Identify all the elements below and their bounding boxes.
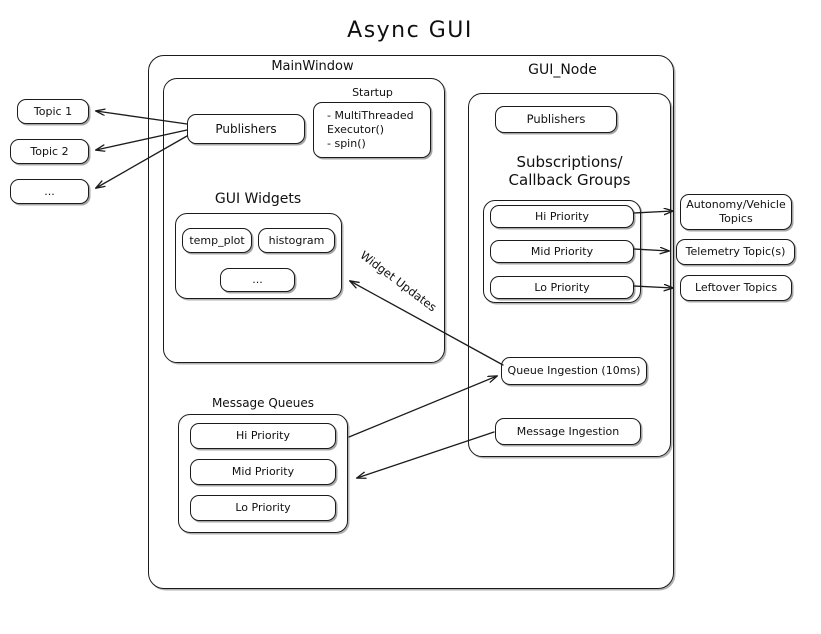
external-topic-1[interactable]: Topic 1 xyxy=(17,99,89,124)
queue-ingestion-label: Queue Ingestion (10ms) xyxy=(507,364,641,378)
leftover-topics-box[interactable]: Leftover Topics xyxy=(680,275,792,301)
message-queue-hi-priority[interactable]: Hi Priority xyxy=(190,423,336,449)
message-ingestion-label: Message Ingestion xyxy=(516,424,620,438)
gui-widgets-label: GUI Widgets xyxy=(214,191,302,207)
external-topic-more[interactable]: ... xyxy=(10,179,89,204)
subscription-lo-priority-label: Lo Priority xyxy=(534,280,590,294)
main-window-container xyxy=(163,78,445,363)
subscriptions-label: Subscriptions/ Callback Groups xyxy=(508,153,631,189)
startup-box[interactable]: - MultiThreaded Executor() - spin() xyxy=(313,102,431,158)
message-queues-label: Message Queues xyxy=(211,396,315,410)
telemetry-topics-label: Telemetry Topic(s) xyxy=(685,245,786,259)
message-queue-hi-priority-label: Hi Priority xyxy=(236,429,290,443)
startup-items: - MultiThreaded Executor() - spin() xyxy=(327,109,414,150)
subscription-hi-priority[interactable]: Hi Priority xyxy=(490,205,634,228)
main-window-label: MainWindow xyxy=(271,59,354,74)
telemetry-topics-box[interactable]: Telemetry Topic(s) xyxy=(676,239,795,265)
widget-histogram-label: histogram xyxy=(268,233,325,247)
gui-node-label: GUI_Node xyxy=(528,62,597,78)
autonomy-vehicle-topics-label: Autonomy/Vehicle Topics xyxy=(686,198,786,225)
widget-more-label: ... xyxy=(252,273,263,287)
system-container xyxy=(148,55,674,589)
message-queue-lo-priority[interactable]: Lo Priority xyxy=(190,495,336,521)
gui-node-publishers-label: Publishers xyxy=(526,112,586,127)
subscription-mid-priority-label: Mid Priority xyxy=(530,244,594,258)
message-ingestion-box[interactable]: Message Ingestion xyxy=(495,418,641,445)
message-queues-container xyxy=(178,414,348,533)
subscription-lo-priority[interactable]: Lo Priority xyxy=(490,276,634,299)
message-queue-mid-priority[interactable]: Mid Priority xyxy=(190,459,336,485)
external-topic-2[interactable]: Topic 2 xyxy=(10,139,89,164)
page-title: Async GUI xyxy=(347,18,473,43)
widget-temp-plot-label: temp_plot xyxy=(189,233,245,247)
external-topic-2-label: Topic 2 xyxy=(30,144,69,158)
autonomy-vehicle-topics-box[interactable]: Autonomy/Vehicle Topics xyxy=(680,194,792,230)
gui-node-container xyxy=(468,93,671,457)
widget-more[interactable]: ... xyxy=(220,268,295,292)
subscription-hi-priority-label: Hi Priority xyxy=(535,209,589,223)
queue-ingestion-box[interactable]: Queue Ingestion (10ms) xyxy=(501,357,647,385)
startup-label: Startup xyxy=(352,86,393,99)
gui-node-publishers-box[interactable]: Publishers xyxy=(495,106,617,133)
leftover-topics-label: Leftover Topics xyxy=(694,281,778,295)
external-topic-more-label: ... xyxy=(44,184,55,198)
widget-temp-plot[interactable]: temp_plot xyxy=(182,228,252,253)
gui-widgets-container xyxy=(175,213,342,299)
message-queue-mid-priority-label: Mid Priority xyxy=(231,465,295,479)
main-window-publishers-box[interactable]: Publishers xyxy=(187,114,305,144)
widget-histogram[interactable]: histogram xyxy=(258,228,335,253)
main-window-publishers-label: Publishers xyxy=(215,121,277,136)
external-topic-1-label: Topic 1 xyxy=(33,104,73,118)
subscription-mid-priority[interactable]: Mid Priority xyxy=(490,240,634,263)
message-queue-lo-priority-label: Lo Priority xyxy=(235,501,291,515)
